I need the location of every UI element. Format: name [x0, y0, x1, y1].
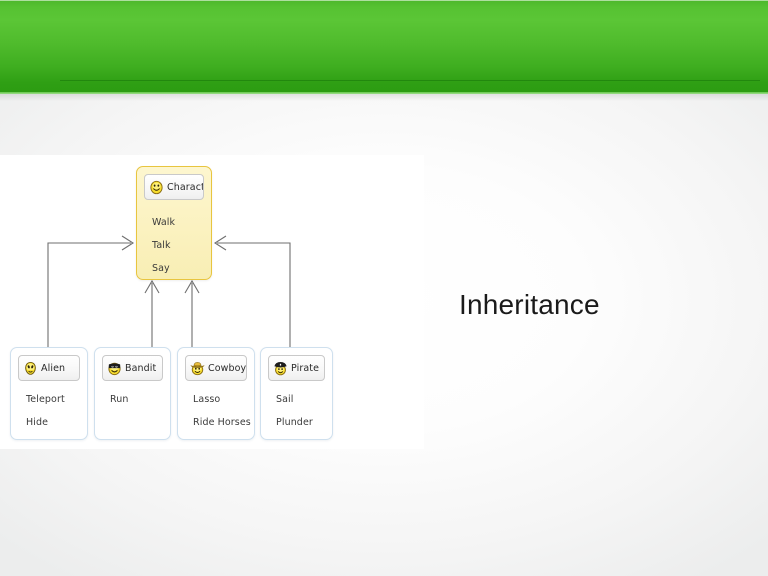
smiley-alien-icon — [25, 361, 36, 375]
arrowhead-alien — [121, 235, 135, 251]
class-title-label: Character — [167, 181, 203, 193]
method-item: Ride Horses — [193, 417, 251, 428]
smiley-pirate-hat-icon — [274, 361, 287, 375]
class-box-alien[interactable]: Alien Teleport Hide — [10, 347, 88, 440]
method-list-bandit: Run — [110, 388, 164, 411]
method-item: Say — [152, 263, 170, 274]
class-title-label: Bandit — [125, 362, 157, 374]
method-list-cowboy: Lasso Ride Horses — [193, 388, 251, 434]
banner-hairline — [60, 80, 760, 81]
class-box-pirate[interactable]: Pirate Sail Plunder — [260, 347, 333, 440]
slide-banner — [0, 0, 768, 92]
class-header-cowboy: Cowboy — [185, 355, 247, 381]
banner-bottom-edge — [0, 92, 768, 94]
method-list-pirate: Sail Plunder — [276, 388, 326, 434]
banner-drop-shadow — [0, 94, 768, 101]
class-header-alien: Alien — [18, 355, 80, 381]
method-item: Run — [110, 394, 129, 405]
class-box-cowboy[interactable]: Cowboy Lasso Ride Horses — [177, 347, 255, 440]
class-title-label: Cowboy — [208, 362, 247, 374]
arrowhead-pirate — [213, 235, 227, 251]
method-item: Walk — [152, 217, 176, 228]
method-item: Plunder — [276, 417, 313, 428]
class-header-character: Character — [144, 174, 204, 200]
connector-alien — [47, 242, 131, 347]
method-item: Teleport — [26, 394, 65, 405]
method-item: Lasso — [193, 394, 221, 405]
class-title-label: Alien — [41, 362, 66, 374]
class-box-character[interactable]: Character Walk Talk Say — [136, 166, 212, 280]
arrowhead-cowboy — [184, 279, 200, 294]
arrowhead-bandit — [144, 279, 160, 294]
class-title-label: Pirate — [291, 362, 320, 374]
class-header-pirate: Pirate — [268, 355, 325, 381]
method-list-alien: Teleport Hide — [26, 388, 81, 434]
smiley-bandit-mask-icon — [108, 362, 121, 375]
method-item: Talk — [152, 240, 171, 251]
smiley-cowboy-hat-icon — [190, 361, 205, 375]
connector-pirate — [217, 242, 291, 347]
class-header-bandit: Bandit — [102, 355, 163, 381]
inheritance-connectors — [47, 235, 291, 347]
smiley-face-icon — [150, 180, 163, 194]
slide-title: Inheritance — [459, 289, 600, 320]
class-box-bandit[interactable]: Bandit Run — [94, 347, 171, 440]
method-item: Hide — [26, 417, 49, 428]
method-list-character: Walk Talk Say — [152, 211, 205, 280]
method-item: Sail — [276, 394, 294, 405]
